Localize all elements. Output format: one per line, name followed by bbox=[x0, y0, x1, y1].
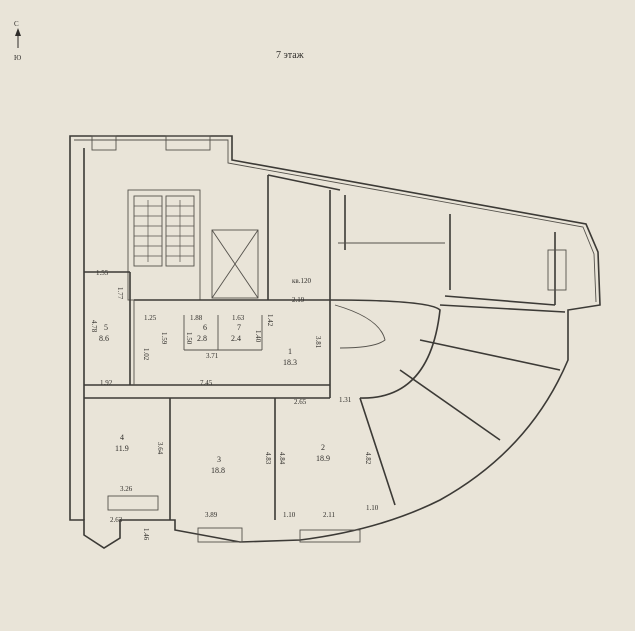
compass-north: С bbox=[14, 20, 19, 28]
svg-text:2.8: 2.8 bbox=[197, 334, 207, 343]
outer-walls bbox=[69, 135, 601, 549]
svg-text:3.81: 3.81 bbox=[314, 336, 322, 349]
svg-text:4.84: 4.84 bbox=[278, 452, 286, 465]
svg-text:2.19: 2.19 bbox=[292, 296, 305, 304]
svg-text:1.10: 1.10 bbox=[366, 504, 379, 512]
svg-text:1: 1 bbox=[288, 347, 292, 356]
room-2: 2 18.9 bbox=[316, 443, 330, 463]
svg-text:7.45: 7.45 bbox=[200, 379, 213, 387]
svg-text:4.78: 4.78 bbox=[90, 320, 98, 333]
svg-text:1.02: 1.02 bbox=[142, 348, 150, 361]
svg-text:6: 6 bbox=[203, 323, 207, 332]
room-1: 1 18.3 bbox=[283, 347, 297, 367]
svg-text:1.50: 1.50 bbox=[185, 332, 193, 345]
room-3: 3 18.8 bbox=[211, 455, 225, 475]
svg-text:3: 3 bbox=[217, 455, 221, 464]
svg-text:1.10: 1.10 bbox=[283, 511, 296, 519]
svg-text:18.8: 18.8 bbox=[211, 466, 225, 475]
svg-text:2: 2 bbox=[321, 443, 325, 452]
svg-text:4.82: 4.82 bbox=[364, 452, 372, 465]
svg-text:1.59: 1.59 bbox=[160, 332, 168, 345]
dimension-labels: 1.55 1.77 4.78 1.25 1.88 1.63 1.59 1.50 … bbox=[90, 269, 379, 541]
svg-text:3.64: 3.64 bbox=[156, 442, 164, 455]
room-4: 4 11.9 bbox=[115, 433, 129, 453]
svg-text:4.83: 4.83 bbox=[264, 452, 272, 465]
svg-text:2.11: 2.11 bbox=[323, 511, 335, 519]
floor-title: 7 этаж bbox=[276, 50, 304, 61]
svg-text:8.6: 8.6 bbox=[99, 334, 109, 343]
svg-text:1.31: 1.31 bbox=[339, 396, 352, 404]
svg-text:1.77: 1.77 bbox=[116, 287, 124, 300]
svg-text:4: 4 bbox=[120, 433, 124, 442]
svg-text:1.25: 1.25 bbox=[144, 314, 157, 322]
compass-south: Ю bbox=[14, 54, 21, 62]
svg-text:18.9: 18.9 bbox=[316, 454, 330, 463]
windows bbox=[91, 135, 567, 543]
svg-text:5: 5 bbox=[104, 323, 108, 332]
room-6: 6 2.8 bbox=[197, 323, 207, 343]
svg-text:1.92: 1.92 bbox=[100, 379, 113, 387]
svg-text:2.65: 2.65 bbox=[294, 398, 307, 406]
svg-text:1.40: 1.40 bbox=[254, 330, 262, 343]
room-5: 5 8.6 bbox=[99, 323, 109, 343]
svg-text:2.4: 2.4 bbox=[231, 334, 241, 343]
svg-text:18.3: 18.3 bbox=[283, 358, 297, 367]
svg-text:3.26: 3.26 bbox=[120, 485, 133, 493]
interior-walls bbox=[83, 148, 566, 520]
svg-text:2.63: 2.63 bbox=[110, 516, 123, 524]
room-7: 7 2.4 bbox=[231, 323, 241, 343]
compass-icon bbox=[15, 28, 21, 48]
svg-text:1.55: 1.55 bbox=[96, 269, 109, 277]
svg-text:3.71: 3.71 bbox=[206, 352, 219, 360]
svg-text:1.46: 1.46 bbox=[142, 528, 150, 541]
svg-text:11.9: 11.9 bbox=[115, 444, 129, 453]
svg-text:7: 7 bbox=[237, 323, 241, 332]
svg-text:1.42: 1.42 bbox=[266, 314, 274, 327]
apartment-label: кв.120 bbox=[292, 277, 311, 285]
svg-text:3.89: 3.89 bbox=[205, 511, 218, 519]
svg-text:1.88: 1.88 bbox=[190, 314, 203, 322]
svg-text:1.63: 1.63 bbox=[232, 314, 245, 322]
